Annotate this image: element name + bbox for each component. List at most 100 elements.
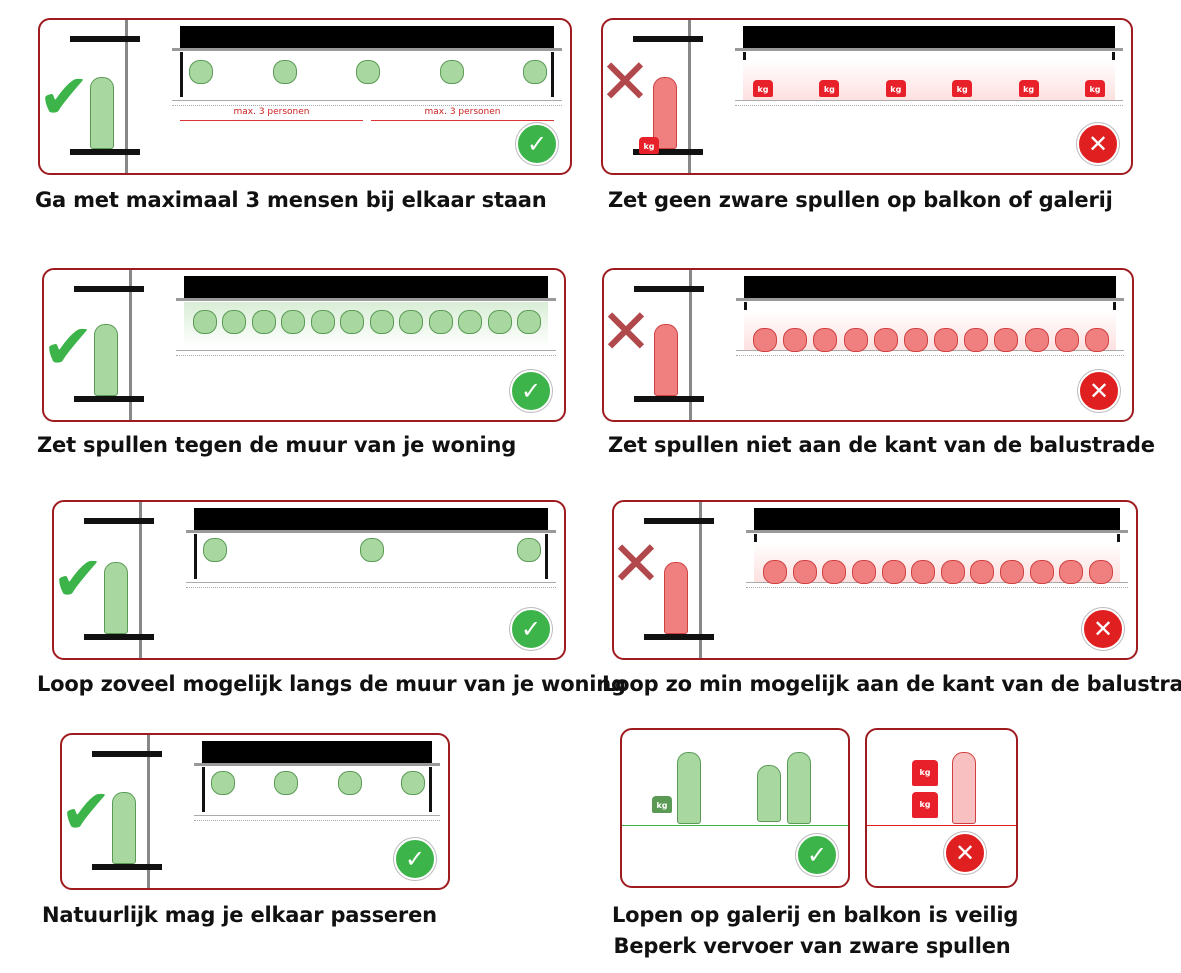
no-badge-icon: ✕ xyxy=(1078,370,1120,412)
plant-icon xyxy=(763,560,787,584)
balustrade-line xyxy=(176,350,556,356)
person-topview-icon xyxy=(523,60,547,84)
person-topview-icon xyxy=(272,60,297,84)
side-wall xyxy=(129,270,132,420)
plant-icon xyxy=(340,310,365,334)
side-wall xyxy=(147,735,150,888)
plant-icon xyxy=(487,310,512,334)
checkmark-icon: ✔ xyxy=(42,310,94,383)
person-topview-icon xyxy=(517,538,541,562)
ok-badge-icon: ✓ xyxy=(516,123,558,165)
caption: Zet geen zware spullen op balkon of gale… xyxy=(608,188,1113,212)
side-slab-bottom xyxy=(74,396,144,402)
panel-p7: ✔✓ xyxy=(60,733,450,890)
left-post xyxy=(180,52,183,97)
side-slab-bottom xyxy=(633,149,703,155)
side-slab-top xyxy=(70,36,140,42)
weight-icon: kg xyxy=(885,80,906,97)
side-slab-bottom xyxy=(644,634,714,640)
weight-icon: kg xyxy=(912,792,938,818)
side-slab-bottom xyxy=(70,149,140,155)
plant-icon xyxy=(881,560,906,584)
side-slab-bottom xyxy=(92,864,162,870)
facade-rail xyxy=(172,48,562,51)
panel-p5: ✔✓ xyxy=(52,500,566,660)
balustrade-line xyxy=(186,582,556,588)
cross-icon: ✕ xyxy=(601,45,651,118)
plant-icon xyxy=(517,310,541,334)
panel-p1: max. 3 personen max. 3 personen ✔ ✓ xyxy=(38,18,572,175)
side-slab-top xyxy=(644,518,714,524)
facade-wall xyxy=(184,276,548,298)
facade-wall xyxy=(180,26,554,48)
facade-rail xyxy=(186,530,556,533)
plant-icon xyxy=(1085,328,1109,352)
plant-icon xyxy=(1029,560,1054,584)
plant-icon xyxy=(753,328,777,352)
plant-icon xyxy=(911,560,936,584)
caption: Zet spullen niet aan de kant van de balu… xyxy=(608,433,1155,457)
ground-line xyxy=(622,825,848,826)
plant-icon xyxy=(934,328,959,352)
side-person xyxy=(90,77,114,149)
plant-icon xyxy=(813,328,838,352)
ok-badge-icon: ✓ xyxy=(394,838,436,880)
person-topview-icon xyxy=(337,771,362,795)
weight-icon: kg xyxy=(652,796,672,813)
plant-icon xyxy=(970,560,995,584)
dimension-right: max. 3 personen xyxy=(371,107,554,121)
balustrade-line xyxy=(172,100,562,106)
danger-zone xyxy=(743,60,1115,100)
weight-icon: kg xyxy=(819,80,840,97)
plant-icon xyxy=(940,560,965,584)
bottom-caption: Lopen op galerij en balkon is veilig Bep… xyxy=(612,900,1018,962)
facade-rail xyxy=(194,763,440,766)
facade-wall xyxy=(194,508,548,530)
no-badge-icon: ✕ xyxy=(1082,608,1124,650)
plant-icon xyxy=(310,310,335,334)
side-person xyxy=(664,562,688,634)
plant-icon xyxy=(903,328,928,352)
panel-p3: ✔✓ xyxy=(42,268,566,422)
plant-icon xyxy=(1000,560,1025,584)
person-topview-icon xyxy=(360,538,384,562)
plant-icon xyxy=(1054,328,1079,352)
weight-icon: kg xyxy=(639,137,659,154)
side-slab-top xyxy=(633,36,703,42)
side-slab-top xyxy=(74,286,144,292)
left-post xyxy=(194,534,197,579)
side-person xyxy=(104,562,128,634)
panel-p6: ✕✕ xyxy=(612,500,1138,660)
facade-wall xyxy=(744,276,1116,298)
facade-rail xyxy=(746,530,1128,533)
right-post xyxy=(551,52,554,97)
right-post xyxy=(545,534,548,579)
facade-wall xyxy=(202,741,432,763)
checkmark-icon: ✔ xyxy=(52,542,104,615)
no-badge-icon: ✕ xyxy=(1077,123,1119,165)
checkmark-icon: ✔ xyxy=(60,775,112,848)
side-slab-bottom xyxy=(634,396,704,402)
side-slab-top xyxy=(634,286,704,292)
balustrade-line xyxy=(746,582,1128,588)
caption: Ga met maximaal 3 mensen bij elkaar staa… xyxy=(35,188,547,212)
weight-icon: kg xyxy=(753,80,773,97)
plant-icon xyxy=(994,328,1019,352)
caption-line-2: Beperk vervoer van zware spullen xyxy=(613,934,1011,958)
side-person xyxy=(112,792,136,864)
dimension-label: max. 3 personen xyxy=(230,107,313,117)
caption: Loop zoveel mogelijk langs de muur van j… xyxy=(37,672,626,696)
plant-icon xyxy=(822,560,847,584)
facade-rail xyxy=(736,298,1124,301)
plant-icon xyxy=(281,310,306,334)
side-slab-top xyxy=(92,751,162,757)
caption: Loop zo min mogelijk aan de kant van de … xyxy=(602,672,1181,696)
checkmark-icon: ✔ xyxy=(38,60,90,133)
plant-icon xyxy=(458,310,483,334)
plant-icon xyxy=(873,328,898,352)
side-person xyxy=(94,324,118,396)
plant-icon xyxy=(251,310,276,334)
weight-icon: kg xyxy=(1085,80,1105,97)
